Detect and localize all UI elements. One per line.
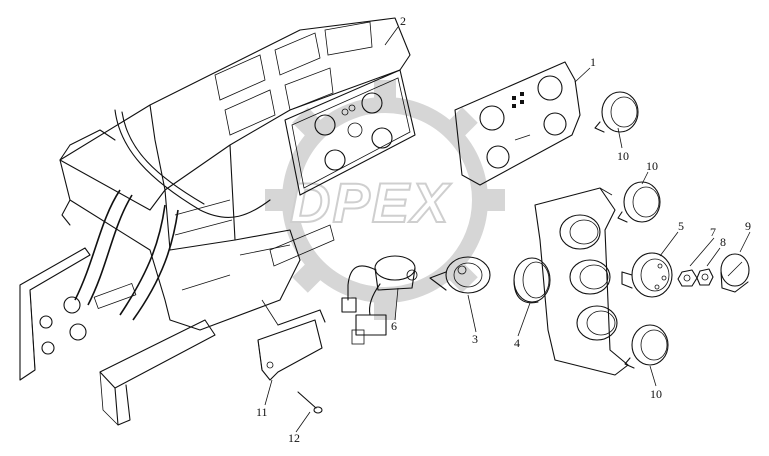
mounting-plate (19, 247, 91, 381)
part-8-washer (696, 268, 714, 286)
part-12-screw (297, 391, 323, 414)
callout-1: 1 (590, 55, 596, 69)
channel-bar (99, 319, 216, 426)
callout-6: 6 (391, 319, 397, 333)
heater-control-panel (284, 69, 416, 196)
callout-2: 2 (400, 14, 406, 28)
part-3-lens (429, 256, 491, 294)
watermark-gear (265, 80, 505, 320)
watermark: DPEX (265, 80, 505, 320)
part-10-cap-top (594, 91, 639, 133)
part-10-cap-bottom (624, 324, 669, 369)
callout-12: 12 (288, 431, 300, 445)
part-10-cap-middle (617, 181, 661, 223)
callout-5: 5 (678, 219, 684, 233)
callout-labels: 2 1 10 10 5 7 8 9 3 4 6 10 11 12 (256, 14, 751, 445)
part-9-knob (720, 253, 750, 293)
callout-10-middle: 10 (646, 159, 658, 173)
callout-11: 11 (256, 405, 268, 419)
callout-4: 4 (514, 336, 520, 350)
part-4-ring (513, 257, 551, 304)
part-6-switch (341, 255, 418, 345)
part-5-gauge (621, 252, 673, 298)
callout-9: 9 (745, 219, 751, 233)
watermark-text: DPEX (290, 171, 452, 234)
part-11-bracket (257, 299, 326, 381)
callout-10-top: 10 (617, 149, 629, 163)
part-7-nut (677, 269, 698, 287)
hoses (74, 109, 271, 321)
callout-7: 7 (710, 225, 716, 239)
callout-8: 8 (720, 235, 726, 249)
part-1-panel (454, 61, 581, 186)
leader-lines (264, 26, 751, 433)
callout-3: 3 (472, 332, 478, 346)
callout-10-bottom: 10 (650, 387, 662, 401)
